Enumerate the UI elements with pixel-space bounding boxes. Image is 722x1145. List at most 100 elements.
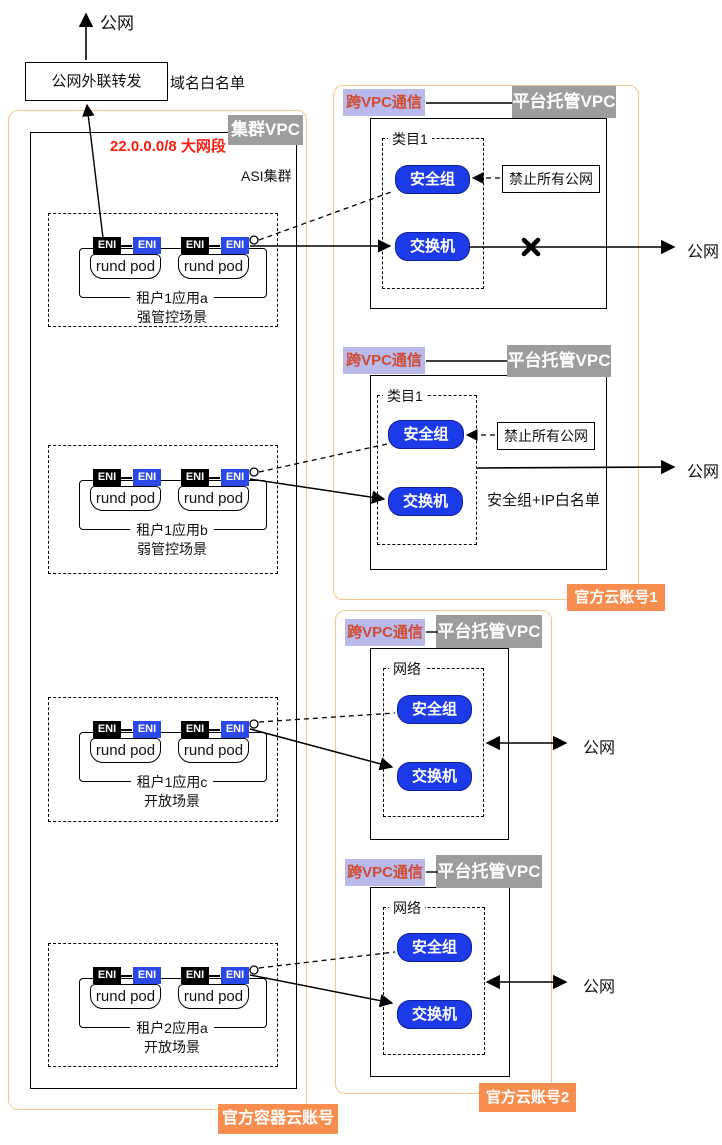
scene-label: 开放场景 (144, 793, 200, 809)
eni-tab-black: ENI (93, 469, 121, 486)
platform-vpc-badge-3: 平台托管VPC (436, 615, 542, 648)
app-label-text: 租户2应用a (130, 1020, 214, 1036)
ban-public-box-2: 禁止所有公网 (497, 422, 595, 450)
platform-vpc-badge-1: 平台托管VPC (512, 86, 616, 118)
zone-label-4: 网络 (389, 898, 425, 918)
pod-body: rund pod (178, 984, 249, 1009)
asi-cluster-label: ASI集群 (241, 168, 292, 184)
app-label: 租户1应用c (79, 772, 265, 792)
eni-tab-blue: ENI (133, 967, 161, 984)
eni-tab-blue: ENI (133, 721, 161, 738)
domain-whitelist-label: 域名白名单 (170, 75, 246, 92)
cidr-label: 22.0.0.0/8 大网段 (110, 138, 226, 155)
eni-link (209, 729, 220, 731)
ban-public-box-1: 禁止所有公网 (502, 165, 600, 193)
cross-vpc-label-2: 跨VPC通信 (343, 347, 425, 374)
app-label-text: 租户1应用a (130, 290, 214, 306)
app-label: 租户1应用a (79, 288, 265, 308)
public-forward-box: 公网外联转发 (25, 62, 168, 101)
pod-body: rund pod (178, 254, 249, 279)
vswitch-node-3: 交换机 (397, 762, 472, 791)
zone-box-1: 类目1 (382, 129, 484, 289)
security-group-node-4: 安全组 (397, 933, 472, 962)
scene-label: 开放场景 (144, 1039, 200, 1055)
pod-body: rund pod (90, 984, 161, 1009)
rund-pod: ENI ENI rund pod (178, 469, 250, 512)
eni-tab-black: ENI (181, 967, 209, 984)
eni-tab-blue: ENI (133, 469, 161, 486)
security-group-node-1: 安全组 (395, 165, 470, 194)
eni-link (121, 245, 132, 247)
rund-pod: ENI ENI rund pod (90, 721, 162, 764)
rund-pod: ENI ENI rund pod (90, 469, 162, 512)
tenant-group-1: ENI ENI rund pod ENI ENI rund pod 租户1应用a 强… (48, 213, 278, 327)
pod-body: rund pod (178, 486, 249, 511)
public-net-label-vpc3: 公网 (583, 740, 616, 757)
eni-link (209, 477, 220, 479)
cluster-vpc-badge: 集群VPC (228, 115, 303, 145)
eni-tab-black: ENI (181, 721, 209, 738)
rund-pod: ENI ENI rund pod (178, 721, 250, 764)
rund-pod: ENI ENI rund pod (178, 967, 250, 1010)
app-label: 租户1应用b (79, 520, 265, 540)
zone-label-3: 网络 (389, 659, 425, 679)
vswitch-node-2: 交换机 (388, 487, 463, 516)
app-label: 租户2应用a (79, 1018, 265, 1038)
pod-body: rund pod (90, 254, 161, 279)
public-net-label-vpc1: 公网 (687, 244, 720, 261)
app-label-text: 租户1应用b (130, 522, 214, 538)
scene-label: 强管控场景 (137, 309, 207, 325)
zone-box-2: 类目1 (377, 386, 477, 545)
platform-vpc-badge-4: 平台托管VPC (436, 855, 542, 888)
eni-tab-blue: ENI (221, 469, 249, 486)
public-net-label-top: 公网 (100, 14, 134, 33)
tenant-group-3: ENI ENI rund pod ENI ENI rund pod 租户1应用c 开… (48, 697, 278, 822)
eni-tab-black: ENI (181, 237, 209, 254)
vswitch-node-4: 交换机 (397, 1000, 472, 1029)
cluster-vpc-container (8, 110, 307, 1110)
eni-tab-black: ENI (93, 721, 121, 738)
cross-vpc-label-1: 跨VPC通信 (343, 89, 425, 116)
official-account-1-container (333, 85, 639, 600)
tenant-group-4: ENI ENI rund pod ENI ENI rund pod 租户2应用a 开… (48, 943, 278, 1067)
zone-label-1: 类目1 (388, 129, 432, 149)
app-label-text: 租户1应用c (130, 774, 214, 790)
eni-link (121, 975, 132, 977)
container-cloud-account-badge: 官方容器云账号 (218, 1104, 338, 1134)
official-account-1-badge: 官方云账号1 (567, 584, 665, 611)
public-net-label-vpc2: 公网 (687, 464, 720, 481)
eni-link (209, 975, 220, 977)
eni-tab-blue: ENI (221, 237, 249, 254)
platform-vpc-badge-2: 平台托管VPC (507, 345, 611, 377)
eni-tab-black: ENI (93, 237, 121, 254)
cross-vpc-label-3: 跨VPC通信 (345, 619, 425, 646)
sg-ip-whitelist-label: 安全组+IP白名单 (487, 492, 600, 509)
public-net-label-vpc4: 公网 (583, 979, 616, 996)
security-group-node-3: 安全组 (397, 695, 472, 724)
eni-tab-blue: ENI (133, 237, 161, 254)
pod-body: rund pod (178, 738, 249, 763)
eni-tab-black: ENI (93, 967, 121, 984)
asi-cluster-box (30, 132, 297, 1089)
cross-vpc-label-4: 跨VPC通信 (345, 859, 425, 886)
vswitch-node-1: 交换机 (395, 232, 470, 261)
eni-link (121, 477, 132, 479)
security-group-node-2: 安全组 (388, 420, 464, 449)
official-account-2-container (335, 610, 552, 1094)
zone-label-2: 类目1 (383, 386, 427, 406)
eni-link (209, 245, 220, 247)
zone-box-4: 网络 (383, 898, 485, 1055)
rund-pod: ENI ENI rund pod (90, 237, 162, 280)
zone-box-3: 网络 (383, 659, 484, 817)
rund-pod: ENI ENI rund pod (178, 237, 250, 280)
eni-link (121, 729, 132, 731)
rund-pod: ENI ENI rund pod (90, 967, 162, 1010)
scene-label: 弱管控场景 (137, 541, 207, 557)
pod-body: rund pod (90, 486, 161, 511)
eni-tab-black: ENI (181, 469, 209, 486)
eni-tab-blue: ENI (221, 967, 249, 984)
tenant-group-2: ENI ENI rund pod ENI ENI rund pod 租户1应用b 弱… (48, 445, 278, 574)
pod-body: rund pod (90, 738, 161, 763)
eni-tab-blue: ENI (221, 721, 249, 738)
